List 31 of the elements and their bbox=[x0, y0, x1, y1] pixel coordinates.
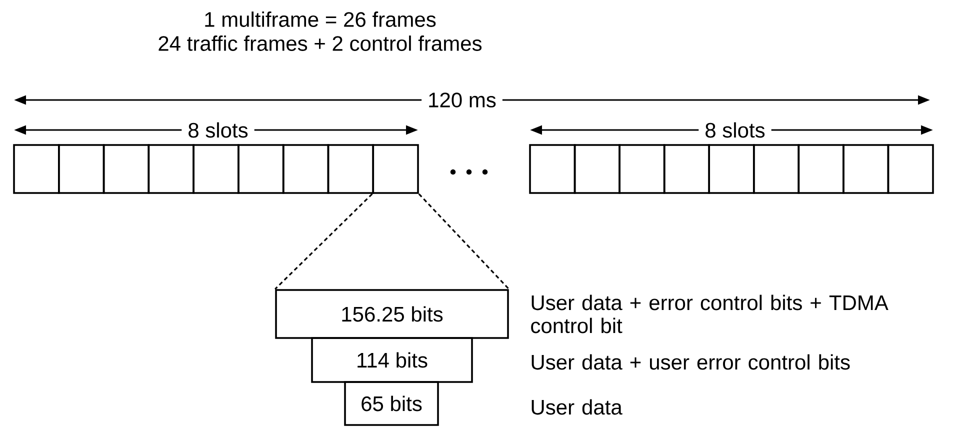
slot-box bbox=[708, 144, 755, 194]
slot-box bbox=[574, 144, 620, 194]
slot-box bbox=[798, 144, 844, 194]
slot-box bbox=[663, 144, 710, 194]
slot-box bbox=[887, 144, 934, 194]
zoom-line bbox=[274, 193, 373, 290]
slot-box bbox=[192, 144, 240, 194]
slot-box bbox=[102, 144, 150, 194]
description: User data + error control bits + TDMA control bit bbox=[531, 294, 888, 334]
slot-box bbox=[13, 144, 60, 194]
slot-box bbox=[752, 144, 800, 194]
slot-box bbox=[327, 144, 374, 194]
slot-box bbox=[238, 144, 284, 194]
zoom-line bbox=[418, 193, 510, 290]
slot-box bbox=[372, 144, 419, 194]
dimension-label: 8 slots bbox=[182, 121, 254, 139]
title: 1 multiframe = 26 frames bbox=[205, 12, 436, 27]
slot-box bbox=[618, 144, 666, 194]
bit-field-box: 156.25 bits bbox=[275, 289, 509, 339]
slot-box bbox=[58, 144, 105, 194]
dimension-label: 8 slots bbox=[698, 121, 772, 139]
subtitle: 24 traffic frames + 2 control frames bbox=[158, 36, 482, 51]
slot-box bbox=[842, 144, 890, 194]
dimension-label: 120 ms bbox=[422, 92, 502, 108]
slot-box bbox=[529, 144, 576, 194]
description: User data + user error control bits bbox=[532, 354, 850, 370]
bit-field-box: 114 bits bbox=[311, 337, 473, 383]
description: User data bbox=[532, 399, 622, 415]
slot-box bbox=[282, 144, 330, 194]
bit-field-box: 65 bits bbox=[344, 381, 439, 426]
slot-box bbox=[148, 144, 194, 194]
